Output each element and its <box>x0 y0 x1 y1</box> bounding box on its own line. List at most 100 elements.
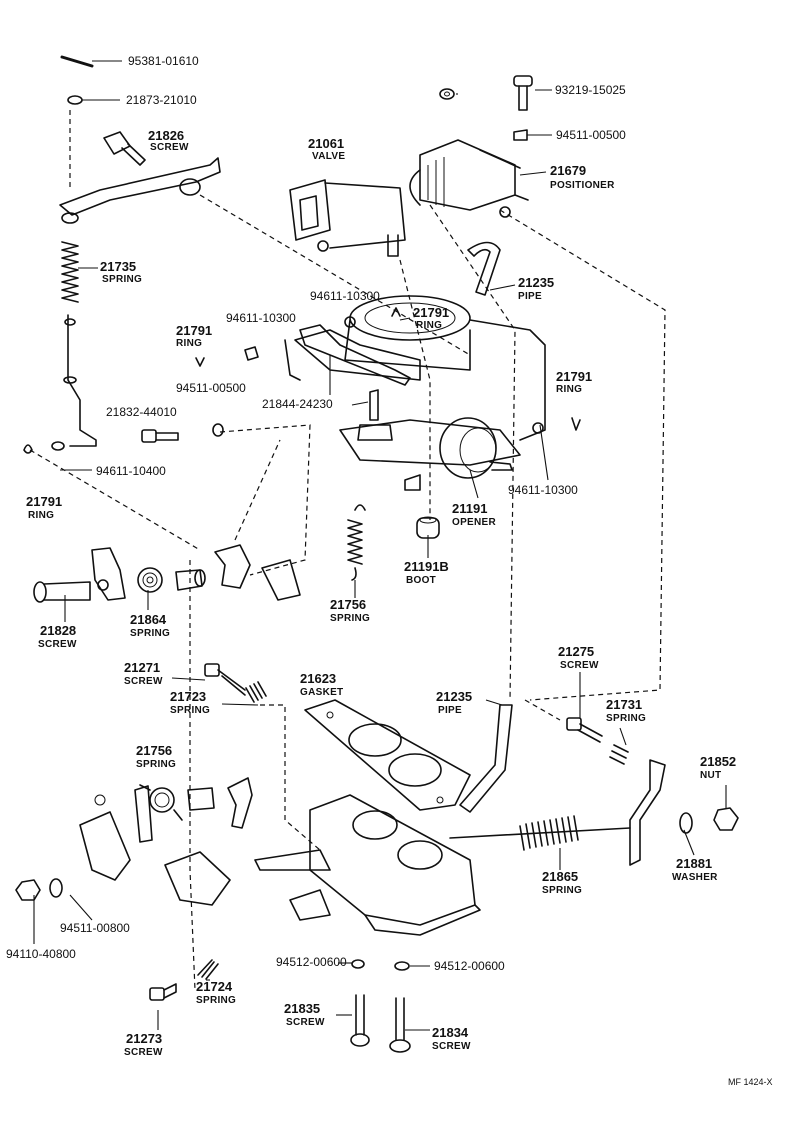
label-95381-01610: 95381-01610 <box>128 54 199 68</box>
label-21235-lower: 21235 <box>436 689 473 704</box>
nut-94611-10300-center <box>344 316 356 328</box>
label-21826-desc: SCREW <box>150 142 189 153</box>
nut-94611-10300-left <box>244 346 259 361</box>
clip-94511-00500-top <box>513 129 528 141</box>
spring-21865 <box>449 815 631 851</box>
label-21791-right-desc: RING <box>556 384 583 395</box>
label-21834: 21834 <box>432 1025 469 1040</box>
gasket-21623 <box>304 699 471 811</box>
valve-21061 <box>289 179 406 257</box>
label-94512-00600-b: 94512-00600 <box>434 959 505 973</box>
opener-21191 <box>439 417 513 479</box>
label-21844-24230: 21844-24230 <box>262 397 333 411</box>
label-21724-desc: SPRING <box>196 995 237 1006</box>
washer-21881 <box>679 812 693 834</box>
label-94110-40800: 94110-40800 <box>6 947 76 961</box>
label-21623-desc: GASKET <box>300 687 344 698</box>
label-21679-desc: POSITIONER <box>550 180 615 191</box>
label-21852-desc: NUT <box>700 770 722 781</box>
washer-94512-00600-left <box>351 959 365 969</box>
label-21864: 21864 <box>130 612 167 627</box>
positioner-21679 <box>409 139 529 218</box>
label-21791-left-desc: RING <box>28 510 55 521</box>
label-21832-44010: 21832-44010 <box>106 405 177 419</box>
bolt-93219-15025 <box>513 75 533 111</box>
throttle-lever-right <box>629 759 666 866</box>
label-94611-10300-b: 94611-10300 <box>226 311 296 325</box>
label-94511-00800: 94511-00800 <box>60 921 130 935</box>
label-21864-desc: SPRING <box>130 628 171 639</box>
screw-21832 <box>141 429 179 443</box>
lever-lower-right <box>227 777 253 829</box>
label-21191B: 21191B <box>404 559 449 574</box>
label-21835: 21835 <box>284 1001 321 1016</box>
label-21756-lower: 21756 <box>136 743 173 758</box>
label-21723-desc: SPRING <box>170 705 211 716</box>
label-94511-00500-left: 94511-00500 <box>176 381 246 395</box>
label-21881-desc: WASHER <box>672 872 718 883</box>
nut-21852 <box>713 807 739 831</box>
screw-21273 <box>149 983 177 1001</box>
label-21791-left: 21791 <box>26 494 63 509</box>
link-lever <box>59 157 221 224</box>
label-94611-10300-c: 94611-10300 <box>508 483 578 497</box>
label-21852: 21852 <box>700 754 737 769</box>
label-21756-upper-desc: SPRING <box>330 613 371 624</box>
spring-21864 <box>137 567 163 593</box>
lever-21844-lower <box>214 544 251 589</box>
label-21835-desc: SCREW <box>286 1017 325 1028</box>
label-21061: 21061 <box>308 136 345 151</box>
label-21273: 21273 <box>126 1031 163 1046</box>
label-21881: 21881 <box>676 856 713 871</box>
label-93219-15025: 93219-15025 <box>555 83 626 97</box>
spring-21756-upper <box>347 504 366 581</box>
label-21756-lower-desc: SPRING <box>136 759 177 770</box>
assembly-guide-lines <box>29 110 666 991</box>
pipe-21235-lower <box>459 704 513 813</box>
label-21275-desc: SCREW <box>560 660 599 671</box>
label-21235-top: 21235 <box>518 275 555 290</box>
screw-21835 <box>350 994 370 1047</box>
screw-21275 <box>566 717 603 743</box>
bushing-mid <box>175 569 206 591</box>
clip-21873-21010 <box>67 95 83 105</box>
boot-21191B <box>416 516 440 539</box>
label-21828-desc: SCREW <box>38 639 77 650</box>
lever-plate-mid <box>91 547 126 601</box>
bushing-lower <box>187 787 215 811</box>
label-21191B-desc: BOOT <box>406 575 437 586</box>
label-21791-center-desc: RING <box>416 320 443 331</box>
label-21826: 21826 <box>148 128 185 143</box>
label-21873-21010: 21873-21010 <box>126 93 197 107</box>
washer-94511-00800 <box>49 878 63 898</box>
cam-lever-lower <box>79 785 153 881</box>
label-21735: 21735 <box>100 259 137 274</box>
throttle-body <box>254 794 481 936</box>
throttle-rod <box>63 314 97 447</box>
leader-lines <box>33 60 727 1031</box>
label-21834-desc: SCREW <box>432 1041 471 1052</box>
ring-21791-right <box>571 417 581 431</box>
link-21844-24230 <box>284 324 411 441</box>
carburetor-upper-body <box>294 295 546 491</box>
label-21791-upper-left: 21791 <box>176 323 213 338</box>
spring-21723 <box>245 681 267 703</box>
label-21273-desc: SCREW <box>124 1047 163 1058</box>
bracket-mid <box>261 559 301 601</box>
label-94511-00500-top: 94511-00500 <box>556 128 626 142</box>
label-21791-upper-left-desc: RING <box>176 338 203 349</box>
label-21865: 21865 <box>542 869 579 884</box>
diagram-code: MF 1424-X <box>728 1077 773 1087</box>
nut-top <box>439 88 455 100</box>
label-21061-desc: VALVE <box>312 151 346 162</box>
label-21191: 21191 <box>452 501 488 516</box>
washer-94611-10300-right <box>532 422 544 434</box>
screw-21828 <box>33 581 91 603</box>
screw-21834 <box>389 997 411 1053</box>
ring-21791-upper-left <box>195 357 205 367</box>
label-21723: 21723 <box>170 689 207 704</box>
label-21271: 21271 <box>124 660 161 675</box>
pin-95381-01610 <box>60 55 94 68</box>
label-21791-center: 21791 <box>413 305 450 320</box>
